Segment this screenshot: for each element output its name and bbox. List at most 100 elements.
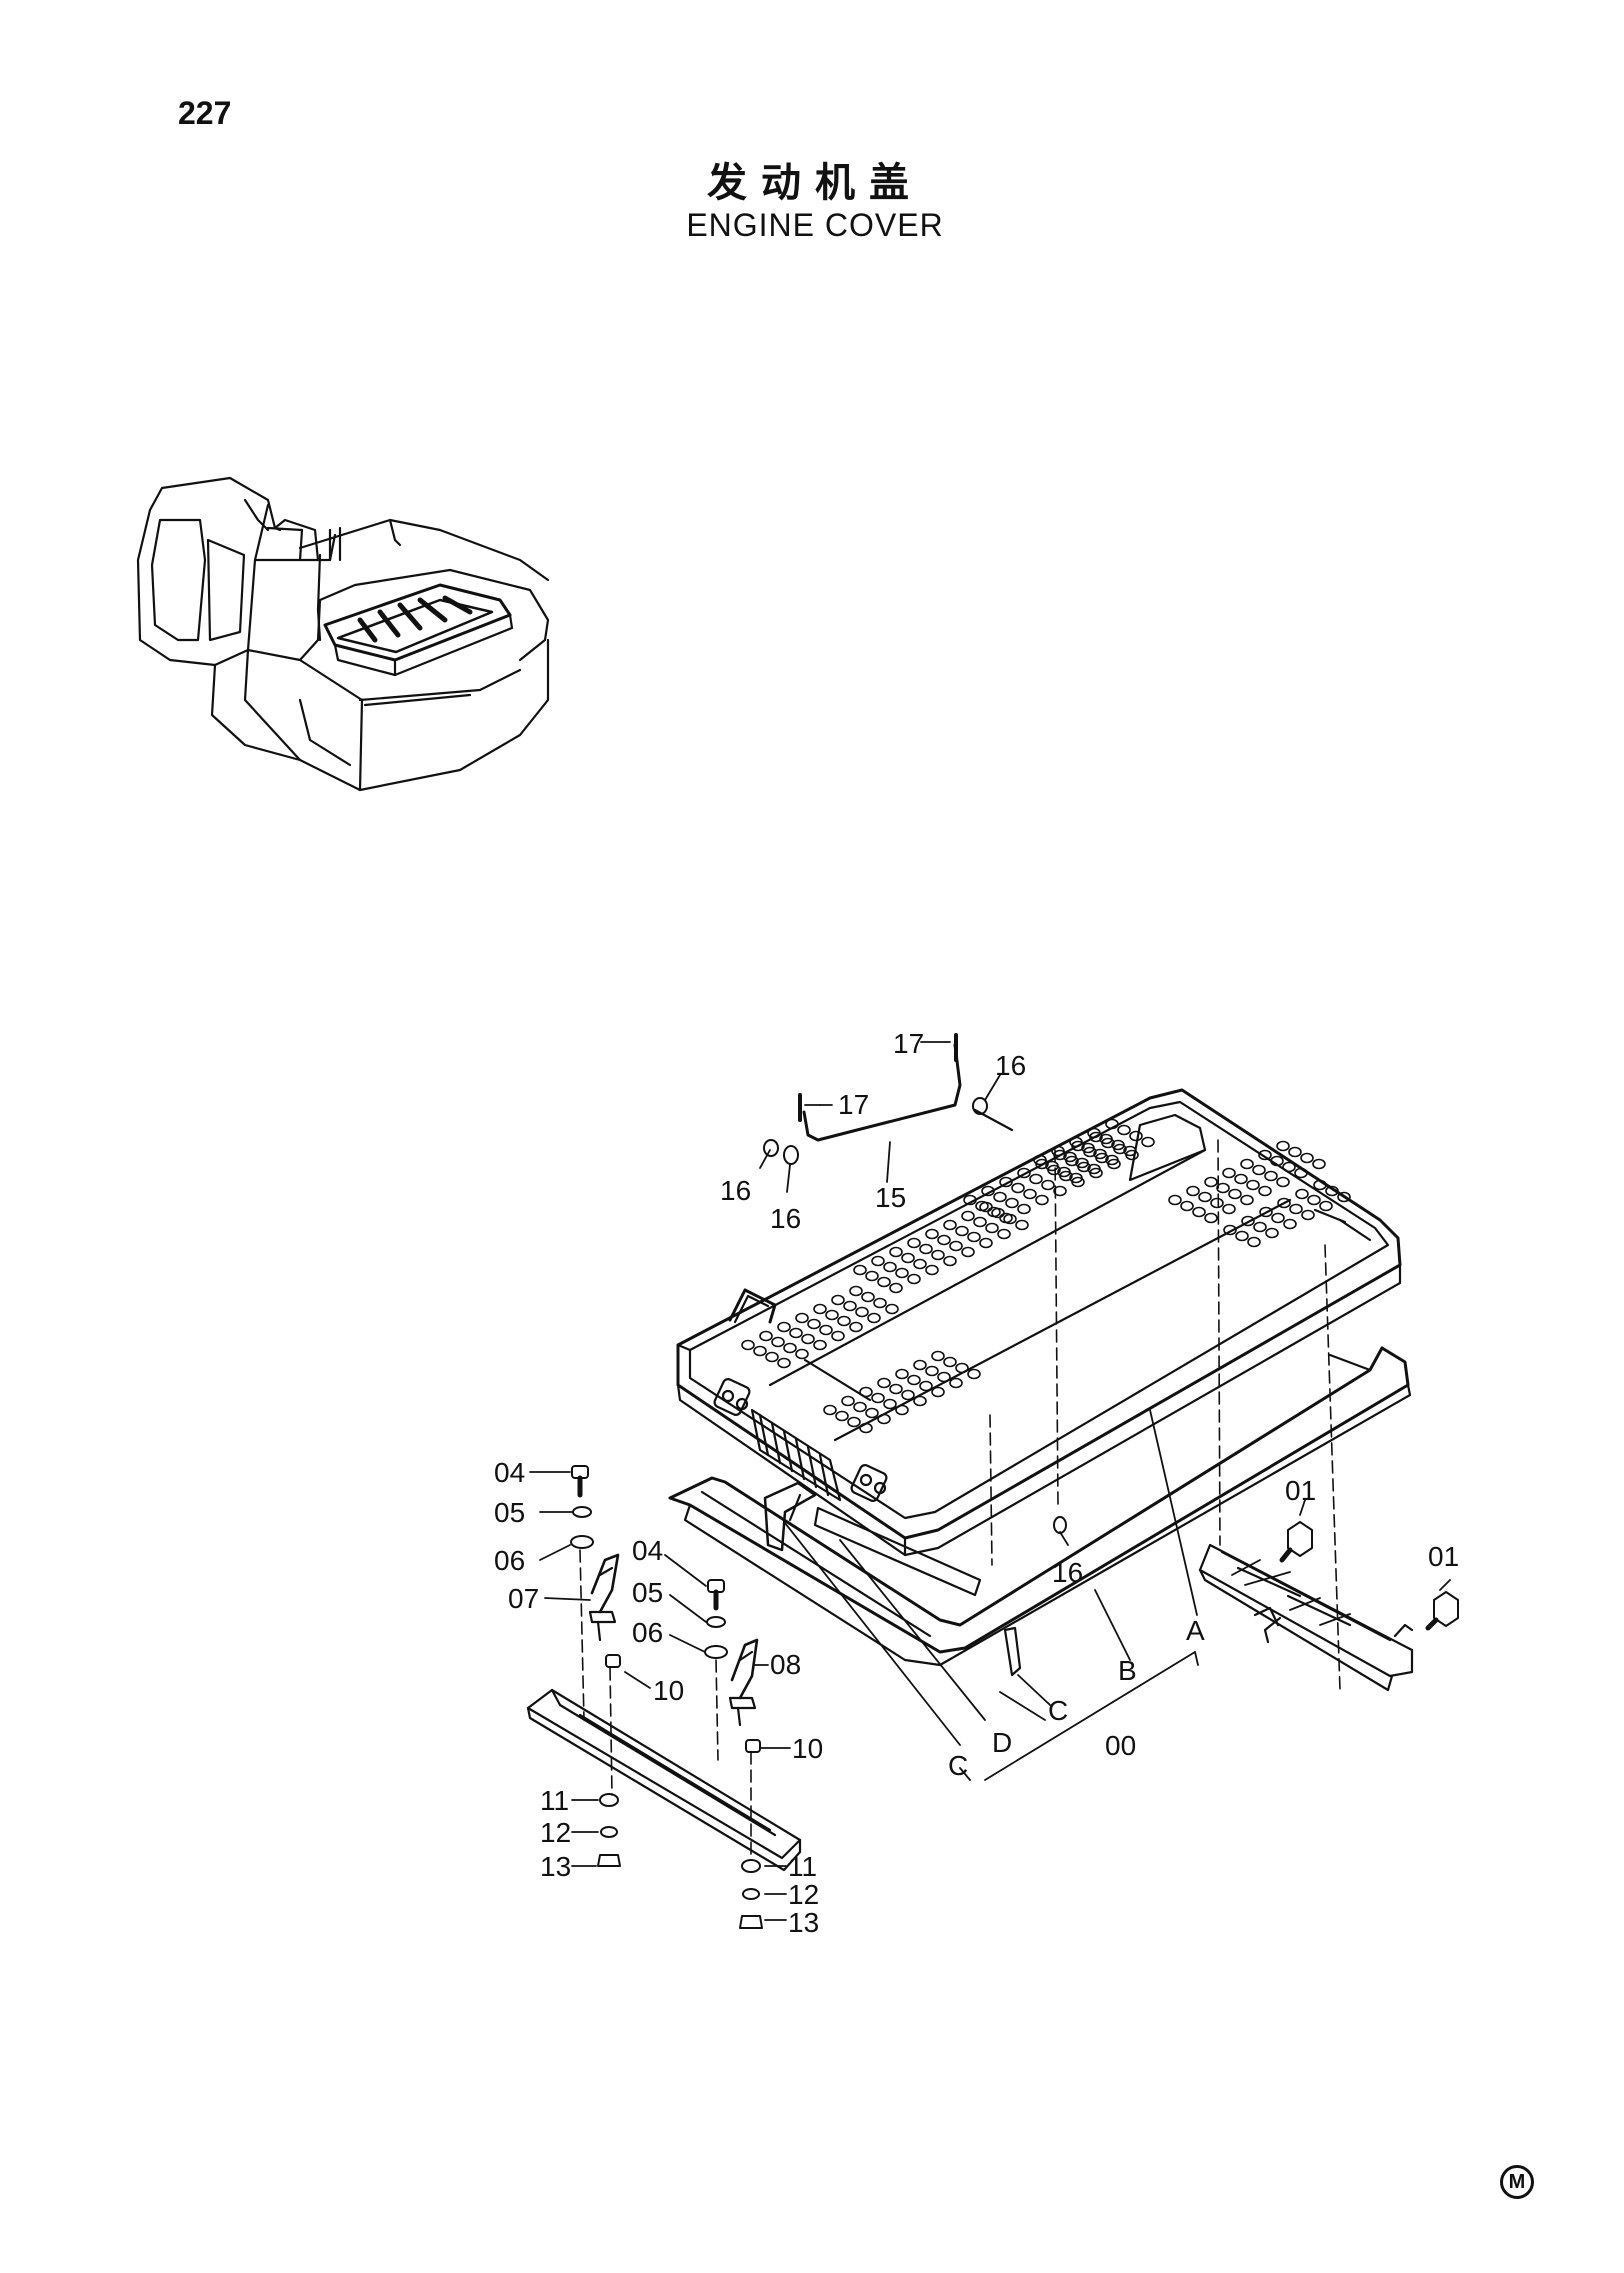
perforation-hole bbox=[1300, 1152, 1314, 1164]
callout-16: 16 bbox=[720, 1175, 751, 1206]
perforation-hole bbox=[1117, 1124, 1131, 1136]
perforation-hole bbox=[913, 1359, 927, 1371]
perforation-hole bbox=[1301, 1209, 1315, 1221]
perforation-hole bbox=[979, 1237, 993, 1249]
callout-b: B bbox=[1118, 1655, 1137, 1686]
page-title-chinese: 发动机盖 bbox=[707, 160, 923, 206]
perforation-hole bbox=[1222, 1167, 1236, 1179]
perforation-hole bbox=[853, 1264, 867, 1276]
perforation-hole bbox=[873, 1297, 887, 1309]
callout-13: 13 bbox=[540, 1851, 571, 1882]
perforation-hole bbox=[1023, 1188, 1037, 1200]
perforation-hole bbox=[1051, 1145, 1065, 1157]
callout-c: C bbox=[948, 1750, 968, 1781]
perforation-hole bbox=[825, 1309, 839, 1321]
perforation-hole bbox=[865, 1407, 879, 1419]
perforation-hole bbox=[837, 1315, 851, 1327]
perforation-hole bbox=[1011, 1182, 1025, 1194]
perforation-hole bbox=[889, 1246, 903, 1258]
perforation-hole bbox=[865, 1270, 879, 1282]
perforation-hole bbox=[987, 1206, 1001, 1218]
callout-16: 16 bbox=[995, 1050, 1026, 1081]
perforation-hole bbox=[795, 1312, 809, 1324]
perforation-hole bbox=[1283, 1218, 1297, 1230]
perforation-hole bbox=[1129, 1130, 1143, 1142]
perforation-hole bbox=[1180, 1200, 1194, 1212]
perforation-hole bbox=[1228, 1188, 1242, 1200]
perforation-hole bbox=[1198, 1191, 1212, 1203]
perforation-hole bbox=[741, 1339, 755, 1351]
stay-rod-15 bbox=[798, 1033, 962, 1142]
perforation-hole bbox=[949, 1377, 963, 1389]
perforation-hole bbox=[985, 1222, 999, 1234]
perforation-hole bbox=[1017, 1167, 1031, 1179]
perforation-hole bbox=[855, 1306, 869, 1318]
perforation-hole bbox=[1234, 1173, 1248, 1185]
callout-15: 15 bbox=[875, 1182, 906, 1213]
perforation-hole bbox=[1289, 1203, 1303, 1215]
perforation-hole bbox=[847, 1416, 861, 1428]
callout-12: 12 bbox=[540, 1817, 571, 1848]
perforation-hole bbox=[1087, 1127, 1101, 1139]
perforation-hole bbox=[753, 1345, 767, 1357]
perforation-hole bbox=[1029, 1173, 1043, 1185]
perforation-hole bbox=[813, 1303, 827, 1315]
perforation-hole bbox=[883, 1261, 897, 1273]
perforation-hole bbox=[993, 1191, 1007, 1203]
perforation-hole bbox=[1312, 1158, 1326, 1170]
perforation-hole bbox=[877, 1377, 891, 1389]
perforation-hole bbox=[925, 1228, 939, 1240]
perforation-hole bbox=[1276, 1140, 1290, 1152]
perforation-hole bbox=[1168, 1194, 1182, 1206]
perforation-hole bbox=[1319, 1200, 1333, 1212]
perforation-hole bbox=[849, 1321, 863, 1333]
perforation-hole bbox=[1105, 1118, 1119, 1130]
callout-10: 10 bbox=[653, 1675, 684, 1706]
perforation-hole bbox=[783, 1342, 797, 1354]
perforation-hole bbox=[1241, 1215, 1255, 1227]
callout-04: 04 bbox=[494, 1457, 525, 1488]
perforation-hole bbox=[973, 1216, 987, 1228]
perforation-hole bbox=[999, 1176, 1013, 1188]
perforation-hole bbox=[1210, 1197, 1224, 1209]
perforation-hole bbox=[1045, 1160, 1059, 1172]
perforation-hole bbox=[1277, 1197, 1291, 1209]
perforation-hole bbox=[1264, 1170, 1278, 1182]
perforation-hole bbox=[789, 1327, 803, 1339]
perforation-hole bbox=[907, 1237, 921, 1249]
perforation-hole bbox=[937, 1371, 951, 1383]
perforation-hole bbox=[1204, 1212, 1218, 1224]
fasteners bbox=[570, 1097, 1459, 1929]
callout-12: 12 bbox=[788, 1879, 819, 1910]
perforation-hole bbox=[1069, 1172, 1083, 1184]
callout-06: 06 bbox=[494, 1545, 525, 1576]
perforation-hole bbox=[907, 1273, 921, 1285]
perforation-hole bbox=[1075, 1157, 1089, 1169]
perforation-hole bbox=[1063, 1151, 1077, 1163]
perforation-hole bbox=[1258, 1149, 1272, 1161]
perforation-hole bbox=[961, 1210, 975, 1222]
callout-d: D bbox=[992, 1727, 1012, 1758]
callout-17: 17 bbox=[838, 1089, 869, 1120]
perforation-hole bbox=[1017, 1203, 1031, 1215]
perforation-hole bbox=[1041, 1179, 1055, 1191]
perforation-hole bbox=[1235, 1230, 1249, 1242]
callout-05: 05 bbox=[494, 1497, 525, 1528]
perforation-hole bbox=[1069, 1136, 1083, 1148]
perforation-hole bbox=[849, 1285, 863, 1297]
perforation-hole bbox=[943, 1356, 957, 1368]
perforation-hole bbox=[1186, 1185, 1200, 1197]
perforation-hole bbox=[1276, 1176, 1290, 1188]
perforation-hole bbox=[1337, 1191, 1351, 1203]
perforation-hole bbox=[859, 1422, 873, 1434]
engine-cover-seal-strips bbox=[763, 1481, 1022, 1677]
perforation-hole bbox=[819, 1324, 833, 1336]
perforation-hole bbox=[807, 1318, 821, 1330]
engine-cover-seal-frame bbox=[668, 1346, 1412, 1667]
perforation-hole bbox=[1099, 1133, 1113, 1145]
perforation-hole bbox=[1093, 1148, 1107, 1160]
perforation-hole bbox=[925, 1365, 939, 1377]
perforation-hole bbox=[1015, 1219, 1029, 1231]
callout-11: 11 bbox=[540, 1785, 569, 1816]
perforation-hole bbox=[913, 1258, 927, 1270]
